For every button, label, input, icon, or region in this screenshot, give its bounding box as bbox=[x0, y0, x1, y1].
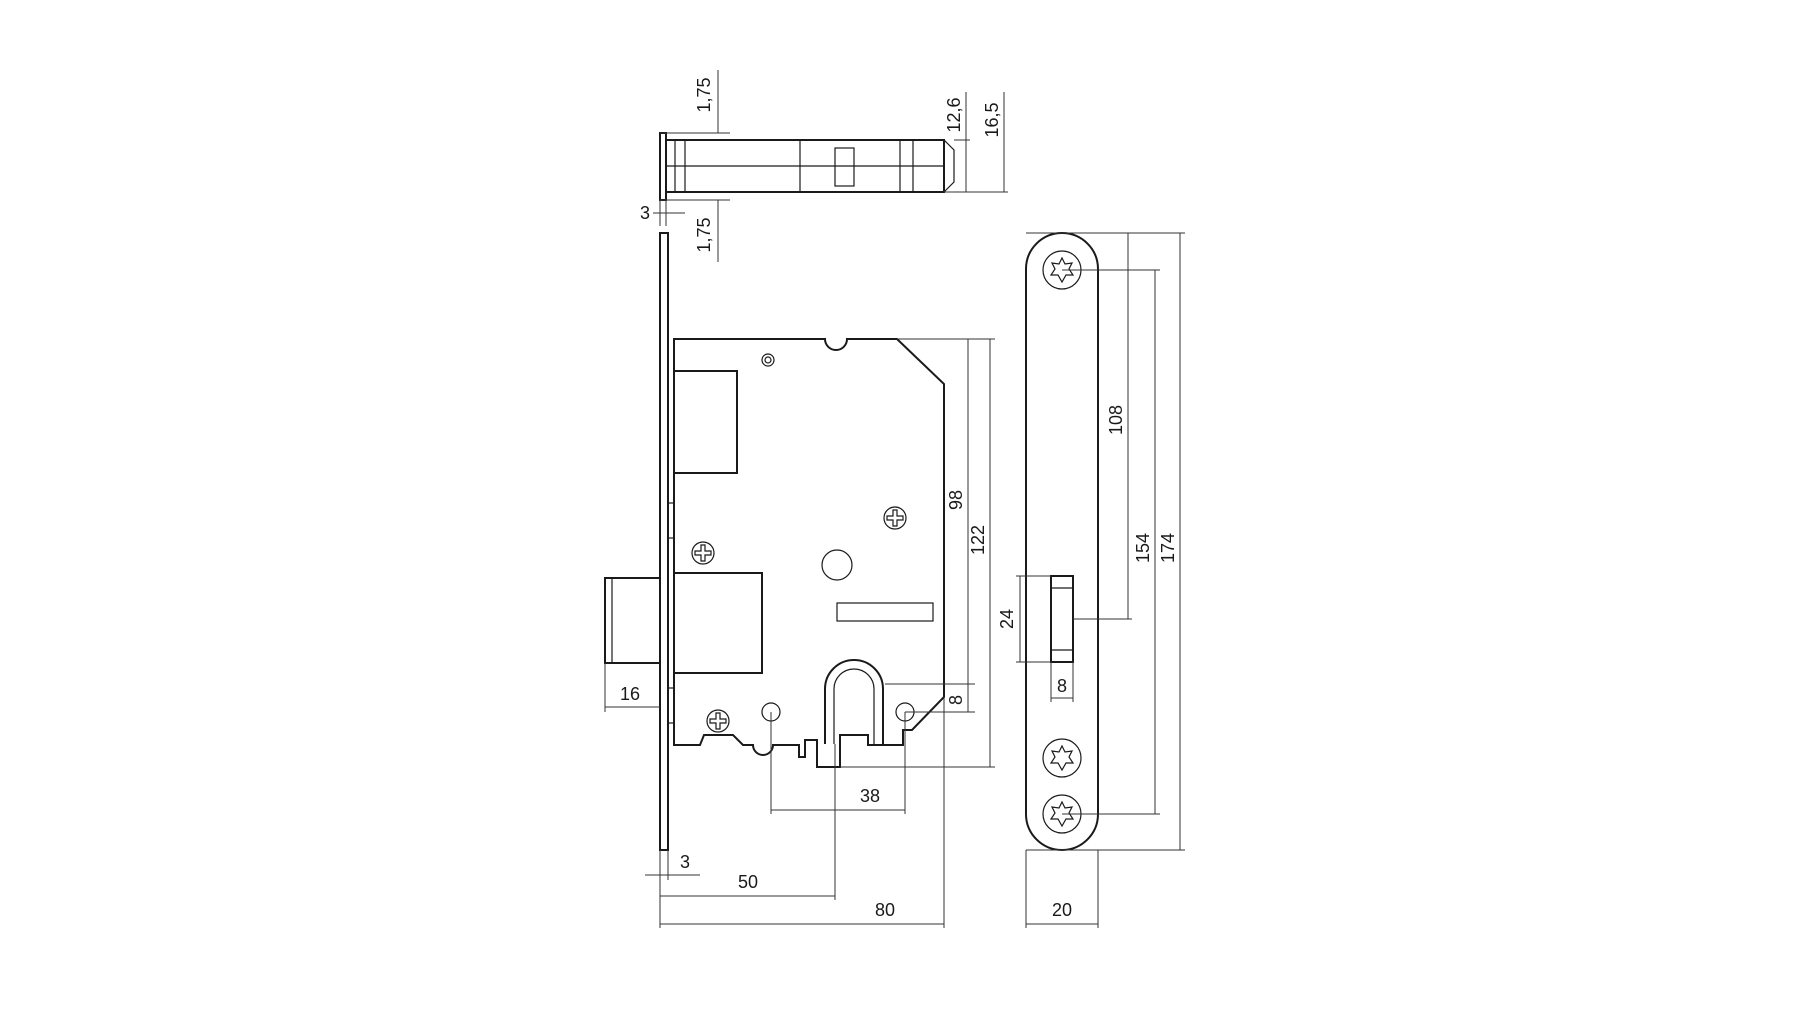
dim-8-opening: 8 bbox=[1057, 676, 1067, 696]
dim-154: 154 bbox=[1133, 533, 1153, 563]
dim-24: 24 bbox=[997, 609, 1017, 629]
dim-38: 38 bbox=[860, 786, 880, 806]
lock-body-front-view bbox=[604, 232, 945, 851]
dim-16-latch: 16 bbox=[620, 684, 640, 704]
dim-50-backset: 50 bbox=[738, 872, 758, 892]
dim-top-offset: 1,75 bbox=[694, 77, 714, 112]
dim-122: 122 bbox=[968, 525, 988, 555]
lock-body-dimensions: 98 122 8 16 38 3 50 80 bbox=[604, 338, 995, 928]
dim-top-plate-thickness: 3 bbox=[640, 203, 650, 223]
latch-housing bbox=[673, 572, 763, 674]
dim-80-width: 80 bbox=[875, 900, 895, 920]
dim-20-width: 20 bbox=[1052, 900, 1072, 920]
top-view: 1,75 1,75 3 12,6 16,5 bbox=[640, 70, 1008, 262]
dim-174: 174 bbox=[1158, 533, 1178, 563]
strike-plate: 108 154 174 24 8 20 bbox=[997, 232, 1185, 928]
latch-bolt bbox=[604, 577, 661, 664]
strike-opening bbox=[1050, 575, 1074, 663]
cylinder-cutout bbox=[824, 659, 884, 744]
lock-case-outline bbox=[673, 338, 945, 768]
strike-plate-outline bbox=[1025, 232, 1099, 851]
dim-total-depth: 16,5 bbox=[982, 102, 1002, 137]
dim-3-bottom: 3 bbox=[680, 852, 690, 872]
dim-98: 98 bbox=[946, 490, 966, 510]
dim-case-depth: 12,6 bbox=[944, 97, 964, 132]
deadbolt-window bbox=[673, 370, 738, 474]
dim-8-cylinder: 8 bbox=[946, 695, 966, 705]
faceplate bbox=[659, 232, 669, 851]
dim-bottom-offset: 1,75 bbox=[694, 217, 714, 252]
dim-108: 108 bbox=[1106, 405, 1126, 435]
strike-screw-mid bbox=[1042, 738, 1082, 778]
